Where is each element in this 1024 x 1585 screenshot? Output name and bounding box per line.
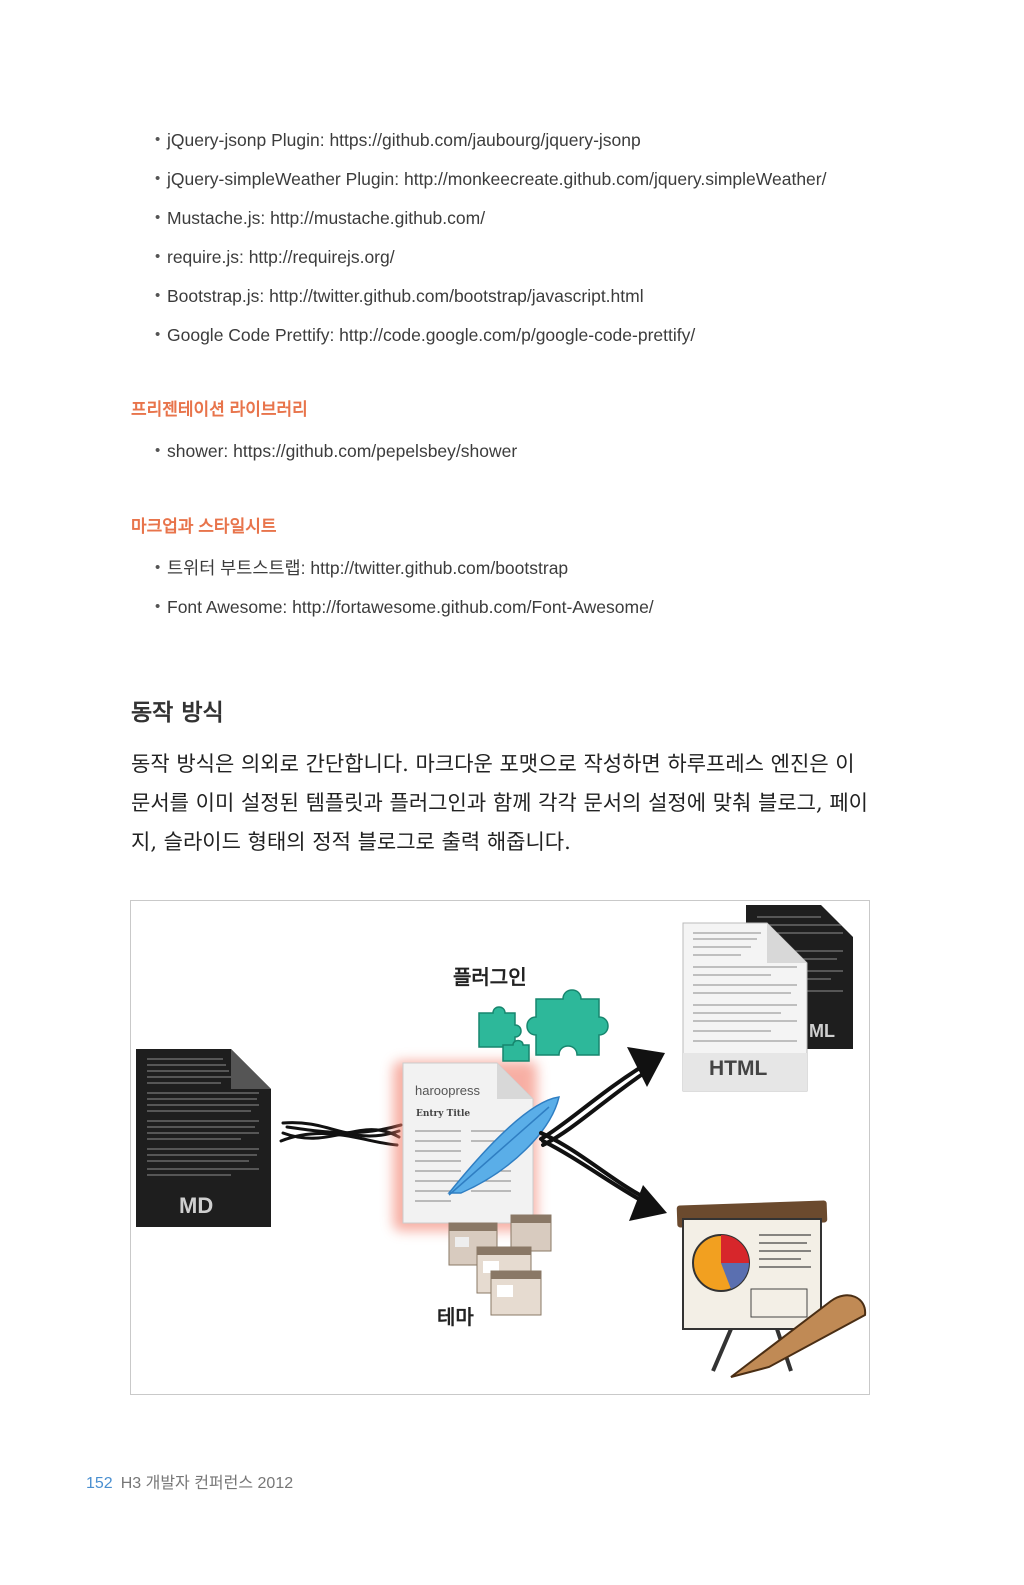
- presentation-list: shower: https://github.com/pepelsbey/sho…: [155, 439, 517, 478]
- md-label: MD: [179, 1193, 214, 1218]
- list-item: Google Code Prettify: http://code.google…: [155, 323, 826, 362]
- workflow-figure: 플러그인 테마 MD HTML ML haroopress Entry Titl…: [130, 900, 870, 1395]
- plugin-label: 플러그인: [453, 965, 527, 989]
- arrow-head-down: [629, 1185, 667, 1221]
- arrow-head-up: [627, 1047, 665, 1087]
- md-document-icon: [136, 1049, 271, 1227]
- section-paragraph: 동작 방식은 의외로 간단합니다. 마크다운 포맷으로 작성하면 하루프레스 엔…: [131, 752, 868, 854]
- md-to-engine-scribble: [279, 1121, 403, 1147]
- list-item: Font Awesome: http://fortawesome.github.…: [155, 595, 654, 634]
- list-item: jQuery-simpleWeather Plugin: http://monk…: [155, 167, 826, 206]
- html-back-label: ML: [809, 1021, 835, 1041]
- list-item: require.js: http://requirejs.org/: [155, 245, 826, 284]
- haroopress-engine-icon: [393, 1061, 560, 1231]
- links-list: jQuery-jsonp Plugin: https://github.com/…: [155, 128, 826, 362]
- theme-windows-icon: [448, 1214, 552, 1316]
- markup-heading: 마크업과 스타일시트: [131, 517, 277, 536]
- presentation-board-icon: [676, 1200, 867, 1378]
- html-document-icon: [682, 922, 808, 1092]
- entry-title: Entry Title: [416, 1109, 471, 1119]
- plugin-puzzle-icon: [478, 989, 609, 1062]
- page-footer: 152 H3 개발자 컨퍼런스 2012: [86, 1469, 293, 1493]
- html-label: HTML: [709, 1057, 768, 1080]
- theme-label: 테마: [437, 1305, 474, 1329]
- workflow-diagram: [136, 905, 867, 1378]
- list-item: Mustache.js: http://mustache.github.com/: [155, 206, 826, 245]
- output-arrows: [539, 1059, 655, 1209]
- section-title: 동작 방식: [131, 700, 224, 726]
- markup-list: 트위터 부트스트랩: http://twitter.github.com/boo…: [155, 556, 654, 634]
- list-item: shower: https://github.com/pepelsbey/sho…: [155, 439, 517, 478]
- list-item: jQuery-jsonp Plugin: https://github.com/…: [155, 128, 826, 167]
- presentation-heading: 프리젠테이션 라이브러리: [131, 400, 308, 419]
- page-number: 152: [86, 1475, 113, 1492]
- engine-title: haroopress: [415, 1083, 481, 1098]
- book-title: H3 개발자 컨퍼런스 2012: [120, 1475, 294, 1492]
- list-item: Bootstrap.js: http://twitter.github.com/…: [155, 284, 826, 323]
- list-item: 트위터 부트스트랩: http://twitter.github.com/boo…: [155, 556, 654, 595]
